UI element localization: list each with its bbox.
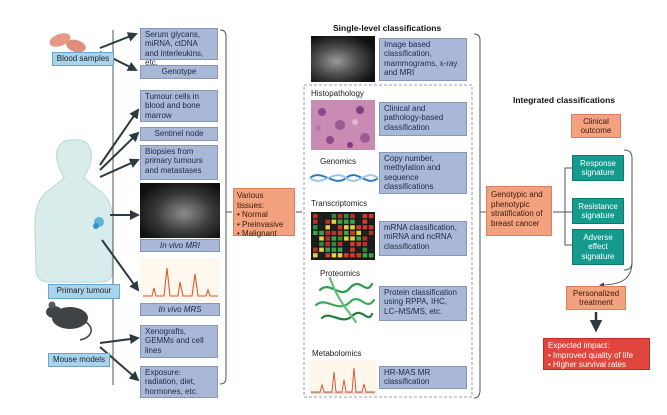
circulating-tumour-cells-box: Tumour cells in blood and bone marrow <box>140 90 218 122</box>
genomics-box: Copy number, methylation and sequence cl… <box>379 152 467 194</box>
proteomics-label: Proteomics <box>320 269 361 278</box>
resistance-signature-box: Resistance signature <box>572 198 624 224</box>
biopsies-box: Biopsies from primary tumours and metast… <box>140 145 218 180</box>
expected-impact-box: Expected impact: Improved quality of lif… <box>543 338 650 370</box>
various-tissues-title: Various tissues: <box>237 191 265 210</box>
genomics-label: Genomics <box>320 157 357 166</box>
histopathology-box: Clinical and pathology-based classificat… <box>379 102 467 136</box>
blood-drops-icon <box>49 33 86 53</box>
transcriptomics-box: mRNA classification, miRNA and ncRNA cla… <box>379 221 467 256</box>
single-level-heading: Single-level classifications <box>333 23 442 33</box>
transcriptomics-label: Transcriptomics <box>311 199 368 208</box>
impact-item: Improved quality of life <box>548 351 645 361</box>
mouse-models-label: Mouse models <box>48 353 110 367</box>
mr-spectrum-image <box>309 360 377 396</box>
imaging-classification-box: Image based classification, mammograms, … <box>379 38 467 81</box>
integrated-heading: Integrated classifications <box>513 95 616 105</box>
tissue-item: Normal <box>237 210 291 220</box>
proteomics-box: Protein classification using RPPA, IHC, … <box>379 286 467 321</box>
in-vivo-mri-caption: In vivo MRI <box>140 239 220 252</box>
dna-helix-icon <box>309 174 379 182</box>
exposure-box: Exposure: radiation, diet, hormones, etc… <box>140 366 218 398</box>
response-signature-box: Response signature <box>572 155 624 181</box>
metabolomics-label: Metabolomics <box>312 349 362 358</box>
various-tissues-box: Various tissues: Normal Preinvasive Mali… <box>233 188 295 239</box>
histopathology-image <box>311 100 375 150</box>
impact-item: Higher survival rates <box>548 360 645 370</box>
xenografts-box: Xenografts, GEMMs and cell lines <box>140 325 218 358</box>
stratification-box: Genotypic and phenotypic stratification … <box>486 186 552 236</box>
serum-biomarkers-box: Serum glycans, miRNA, ctDNA and interleu… <box>140 28 218 67</box>
genotype-box: Genotype <box>140 65 218 79</box>
expected-impact-title: Expected impact: <box>548 341 610 350</box>
primary-tumour-label: Primary tumour <box>48 284 120 299</box>
personalized-treatment-box: Personalized treatment <box>566 286 626 310</box>
tissue-item: Malignant <box>237 229 291 239</box>
in-vivo-mrs-caption: In vivo MRS <box>140 303 220 316</box>
blood-samples-label: Blood samples <box>52 52 114 66</box>
clinical-outcome-box: Clinical outcome <box>571 114 621 138</box>
tissue-item: Preinvasive <box>237 220 291 230</box>
sentinel-node-box: Sentinel node <box>140 127 218 141</box>
metabolomics-box: HR-MAS MR classification <box>379 366 467 389</box>
adverse-effect-signature-box: Adverse effect signature <box>572 229 624 265</box>
female-body-icon <box>34 139 114 283</box>
microarray-image <box>311 212 375 260</box>
mouse-icon <box>46 301 92 341</box>
in-vivo-mri-image <box>140 183 220 238</box>
mammogram-image <box>311 36 375 82</box>
histopathology-label: Histopathology <box>311 89 364 98</box>
protein-structure-icon <box>314 276 376 324</box>
in-vivo-mrs-spectrum <box>140 258 220 302</box>
